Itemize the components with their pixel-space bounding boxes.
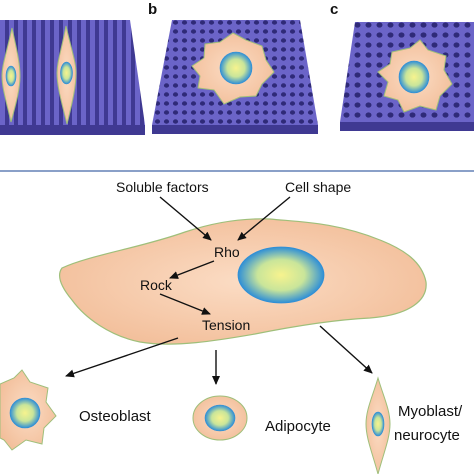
rock-label: Rock [140,277,173,293]
adipocyte-label: Adipocyte [265,418,331,435]
panel-b-letter: b [148,1,157,18]
fate-myoblast: Myoblast/ neurocyte [365,376,463,474]
panel-c-letter: c [330,1,338,18]
myoblast-label-line2: neurocyte [394,427,460,444]
arrow-rock-to-tension [159,293,211,315]
substrate-b-side [152,125,318,134]
adipocyte-nucleus [204,404,236,432]
arrow-rho-to-rock [169,260,215,279]
myoblast-nucleus [371,411,385,437]
soluble-factors-label: Soluble factors [116,179,209,195]
rho-label: Rho [214,244,240,260]
nucleus-a1 [5,65,17,87]
arrow-to-myoblast [319,325,373,374]
panel-b: b [148,1,318,134]
nucleus-a2 [60,61,73,85]
pathway-diagram: Soluble factors Cell shape Rho Rock Tens… [59,179,427,385]
nucleus-b [219,51,253,85]
osteoblast-nucleus [9,397,41,429]
substrate-a-side [0,125,145,135]
osteoblast-label: Osteoblast [79,408,152,425]
cell-shape-label: Cell shape [285,179,351,195]
fate-osteoblast: Osteoblast [0,369,152,451]
nucleus-c [398,60,430,94]
panel-a [0,20,145,135]
arrow-shape-to-rho [237,196,291,241]
panel-c: c [330,1,474,131]
fate-adipocyte: Adipocyte [192,395,331,441]
central-nucleus [237,246,325,304]
tension-label: Tension [202,317,250,333]
substrate-c-side [340,122,474,131]
arrow-soluble-to-rho [159,196,212,241]
myoblast-label-line1: Myoblast/ [398,403,463,420]
arrow-to-osteoblast [65,337,179,378]
